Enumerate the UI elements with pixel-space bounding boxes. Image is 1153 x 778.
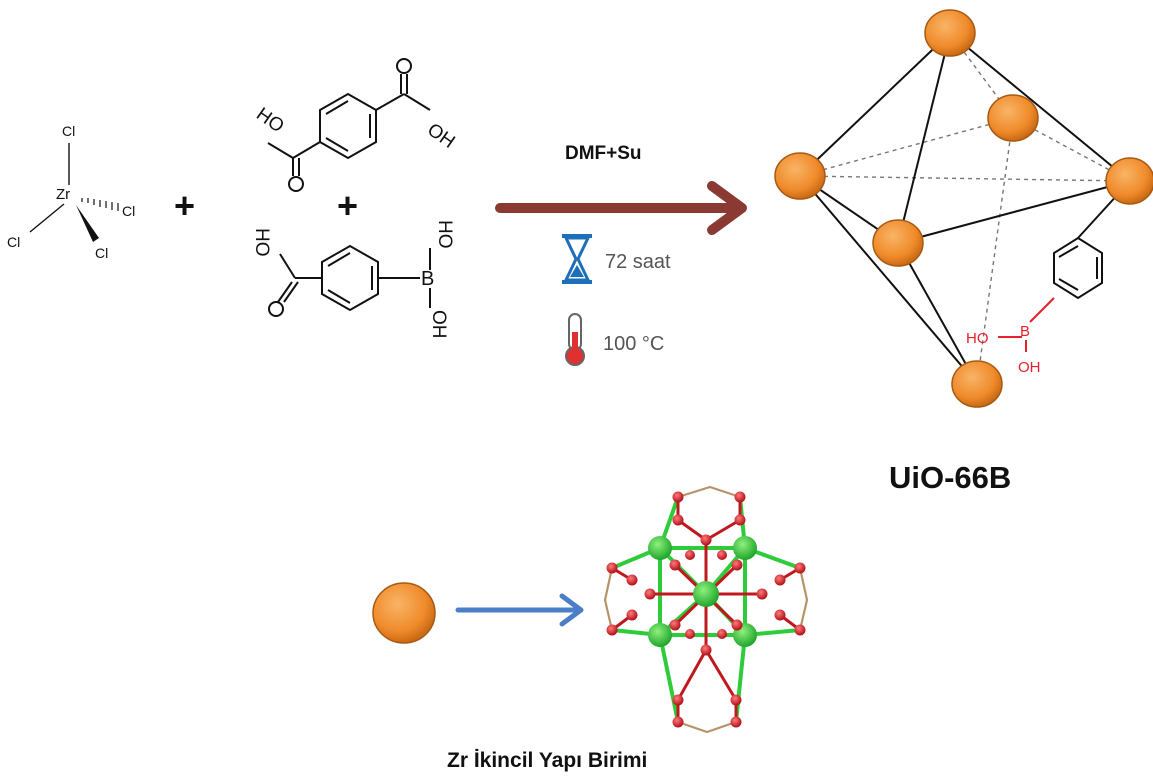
o-atom: [644, 588, 656, 600]
boronic-ho-label: HO: [966, 330, 989, 347]
time-label: 72 saat: [605, 251, 671, 273]
o-atom: [730, 716, 742, 728]
o-atom: [672, 514, 684, 526]
cl-atom-label-bottom: Cl: [95, 245, 108, 261]
legend-sbu-label: Zr İkincil Yapı Birimi: [447, 749, 647, 772]
thermometer-icon: [565, 313, 585, 366]
cl-atom-label-top: Cl: [62, 123, 75, 139]
linker2-oh-bottom-label: OH: [428, 310, 449, 339]
zr-cluster-structure: [603, 485, 809, 734]
o-atom: [685, 550, 695, 560]
o-atom: [734, 491, 746, 503]
linker2-ho-top-label: HO: [434, 220, 455, 249]
o-atom: [774, 609, 786, 621]
o-atom: [672, 694, 684, 706]
o-atom: [606, 624, 618, 636]
o-atom: [700, 534, 712, 546]
linker1-oh-label: OH: [423, 119, 458, 153]
zrcl4-molecule: Zr Cl Cl Cl Cl: [7, 123, 135, 261]
product-name-label: UiO-66B: [889, 460, 1011, 495]
zr-atom: [733, 536, 757, 560]
zr-atom: [693, 581, 719, 607]
zr-atom: [648, 536, 672, 560]
o-atom: [717, 550, 727, 560]
o-atom: [756, 588, 768, 600]
plus-sign-2: +: [337, 185, 358, 226]
legend-node-sphere: [372, 582, 436, 644]
zr-node: [774, 152, 826, 200]
linker2-boron-label: B: [421, 268, 434, 290]
carboxyphenylboronic-acid-molecule: [268, 244, 431, 317]
zr-node: [1105, 157, 1153, 205]
o-atom: [685, 629, 695, 639]
zr-node: [872, 219, 924, 267]
linker1-ho-label: HO: [252, 104, 287, 138]
o-atom: [717, 629, 727, 639]
o-atom: [669, 559, 681, 571]
o-atom: [734, 514, 746, 526]
o-atom: [794, 562, 806, 574]
o-atom: [672, 491, 684, 503]
o-atom: [730, 694, 742, 706]
o-atom: [626, 609, 638, 621]
cl-atom-label-right: Cl: [122, 203, 135, 219]
terephthalic-acid-molecule: [267, 58, 431, 192]
linker2-ho-label: HO: [251, 228, 272, 257]
o-atom: [606, 562, 618, 574]
zr-node: [951, 360, 1003, 408]
o-atom: [700, 644, 712, 656]
o-atom: [774, 574, 786, 586]
hourglass-icon: [562, 234, 592, 284]
reaction-arrow: [495, 181, 747, 235]
o-atom: [731, 559, 743, 571]
zr-node: [924, 9, 976, 57]
zr-atom-label: Zr: [56, 186, 70, 203]
boronic-b-label: B: [1020, 323, 1030, 340]
cl-atom-label-left: Cl: [7, 234, 20, 250]
plus-sign-1: +: [174, 185, 195, 226]
zr-atom: [648, 623, 672, 647]
o-atom: [731, 619, 743, 631]
uio-66b-octahedron: B HO OH: [774, 9, 1153, 408]
o-atom: [794, 624, 806, 636]
temperature-label: 100 °C: [603, 333, 664, 355]
o-atom: [669, 619, 681, 631]
o-atom: [672, 716, 684, 728]
zr-node: [987, 94, 1039, 142]
boronic-oh-label: OH: [1018, 359, 1041, 376]
solvent-label: DMF+Su: [565, 143, 642, 164]
legend-arrow: [455, 593, 584, 627]
o-atom: [626, 574, 638, 586]
